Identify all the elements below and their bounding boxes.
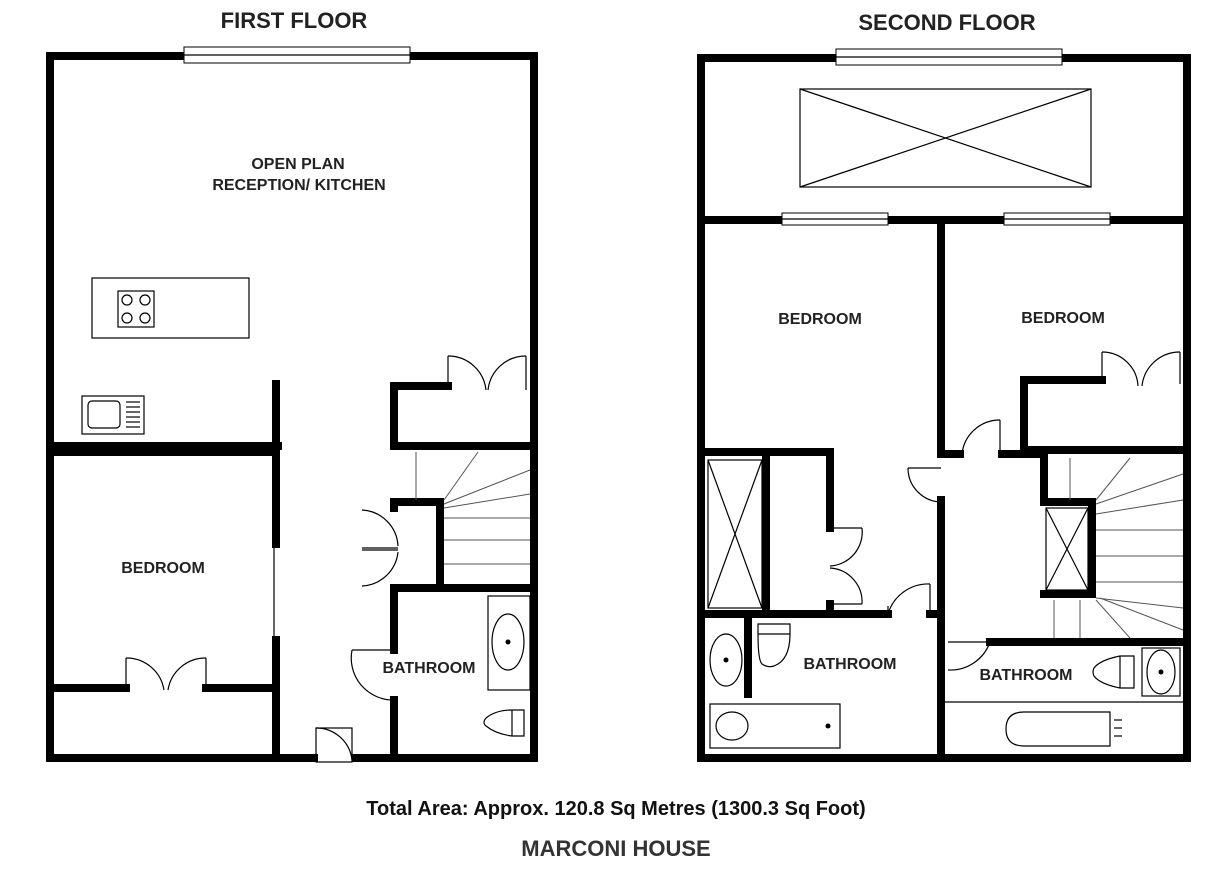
first-floor-stairs (415, 451, 531, 565)
second-floor-bedroom-windows (781, 212, 1111, 226)
hob-ring (121, 312, 133, 324)
hob-ring (139, 294, 151, 306)
stair-cupboard-door (361, 509, 399, 587)
first-floor-bathroom-label: BATHROOM (382, 660, 475, 677)
kitchen-sink (81, 395, 145, 435)
second-floor-plan: SECOND FLOOR (697, 10, 1191, 762)
first-floor-plan: FIRST FLOOR (46, 8, 538, 763)
stair-cupboard (1045, 507, 1089, 591)
reception-label-line1: OPEN PLAN (251, 156, 344, 173)
second-floor-bedroom-right-label: BEDROOM (1021, 310, 1105, 327)
landing-door-left (907, 467, 942, 503)
skylight-void (799, 88, 1092, 188)
second-floor-interior-walls (701, 216, 1187, 758)
left-bathroom-door (887, 583, 931, 615)
second-floor-bathroom-left-label: BATHROOM (803, 656, 896, 673)
first-floor-bath (487, 595, 531, 691)
ensuite-doors (829, 527, 863, 605)
right-bathroom-basin (1141, 647, 1181, 697)
kitchen-island (91, 277, 250, 339)
landing-door-top (961, 419, 1001, 455)
left-bathroom-toilet (757, 623, 791, 668)
reception-label-line2: RECEPTION/ KITCHEN (212, 177, 385, 194)
right-bathroom-toilet (1092, 655, 1135, 689)
first-floor-interior-walls (50, 380, 534, 758)
second-floor-title: SECOND FLOOR (858, 10, 1035, 35)
first-floor-bedroom-label: BEDROOM (121, 560, 205, 577)
shower-tray (707, 459, 763, 609)
hob-ring (139, 312, 151, 324)
first-floor-bathroom-door (350, 649, 395, 701)
right-bedroom-wardrobe-doors (1101, 351, 1181, 387)
right-bathroom-bath (945, 701, 1183, 747)
first-floor-top-window (183, 46, 411, 64)
bedroom-wardrobe-doors (125, 657, 207, 691)
second-floor-bathroom-right-label: BATHROOM (979, 667, 1072, 684)
front-door (315, 727, 353, 763)
total-area-text: Total Area: Approx. 120.8 Sq Metres (130… (366, 798, 866, 820)
cupboard-double-door (447, 355, 527, 391)
hob-ring (121, 294, 133, 306)
left-bathroom-basin (709, 633, 743, 687)
second-floor-bedroom-left-label: BEDROOM (778, 311, 862, 328)
first-floor-title: FIRST FLOOR (221, 8, 368, 33)
first-floor-toilet (483, 709, 525, 737)
right-bathroom-door (947, 641, 991, 671)
property-name: MARCONI HOUSE (521, 836, 711, 861)
left-bathroom-bath (709, 703, 841, 749)
second-floor-stairs (1053, 457, 1184, 639)
second-floor-top-window (835, 48, 1063, 66)
